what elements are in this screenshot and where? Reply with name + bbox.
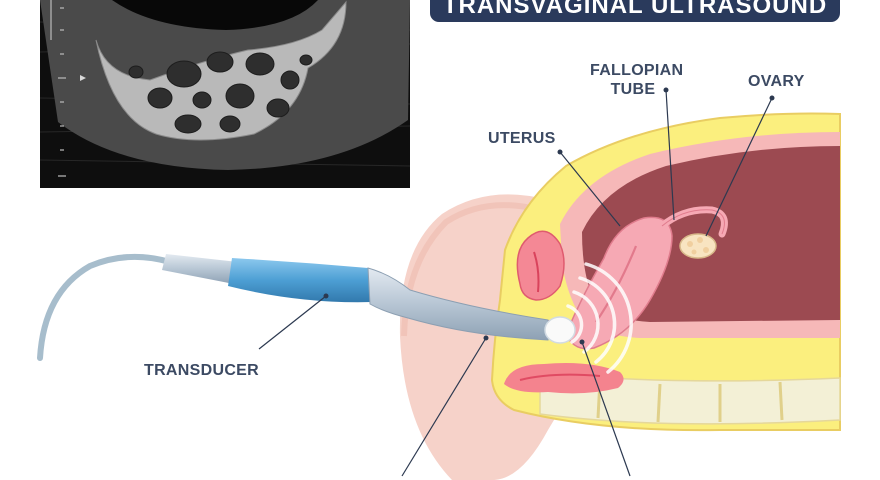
label-fallopian-tube: FALLOPIAN TUBE <box>590 62 684 98</box>
label-leader-lines <box>258 87 775 477</box>
ultrasound-scan-image <box>40 0 410 188</box>
transducer-probe <box>37 253 576 361</box>
label-uterus: UTERUS <box>488 130 556 147</box>
banner-title: TRANSVAGINAL ULTRASOUND <box>442 0 828 19</box>
label-transducer: TRANSDUCER <box>144 362 259 379</box>
title-banner: TRANSVAGINAL ULTRASOUND <box>430 0 840 22</box>
label-ovary: OVARY <box>748 73 805 90</box>
pelvic-anatomy-cross-section <box>399 112 841 480</box>
